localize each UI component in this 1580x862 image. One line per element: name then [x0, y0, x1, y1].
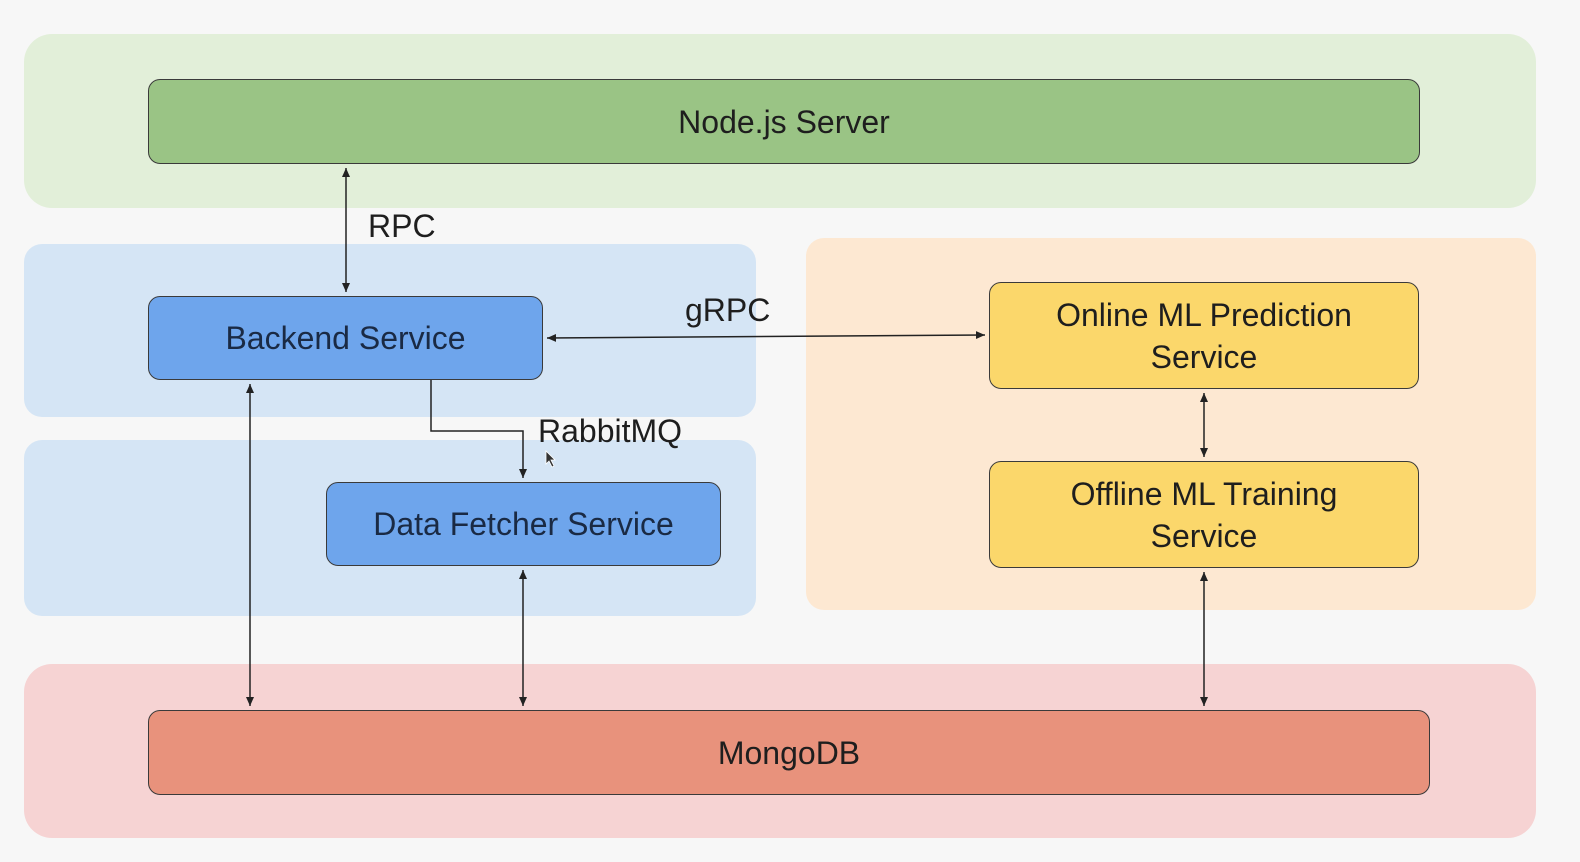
mouse-cursor-icon [545, 450, 556, 468]
rabbitmq-label: RabbitMQ [538, 413, 683, 449]
offline-ml-training-label: Offline ML Training Service [1070, 475, 1338, 554]
online-ml-prediction-label: Online ML Prediction Service [1056, 296, 1352, 375]
data-fetcher-service-label: Data Fetcher Service [373, 506, 674, 542]
backend-service-label: Backend Service [225, 320, 466, 356]
mongodb-label: MongoDB [717, 734, 861, 771]
data-fetcher-service-box: Data Fetcher Service [326, 482, 721, 566]
backend-service-box: Backend Service [148, 296, 543, 380]
online-ml-prediction-box: Online ML Prediction Service [989, 282, 1419, 389]
mongodb-box: MongoDB [148, 710, 1430, 795]
rpc-label: RPC [368, 208, 436, 244]
node-server-box: Node.js Server [148, 79, 1420, 164]
grpc-label: gRPC [685, 292, 771, 328]
offline-ml-training-box: Offline ML Training Service [989, 461, 1419, 568]
node-server-label: Node.js Server [678, 103, 890, 140]
